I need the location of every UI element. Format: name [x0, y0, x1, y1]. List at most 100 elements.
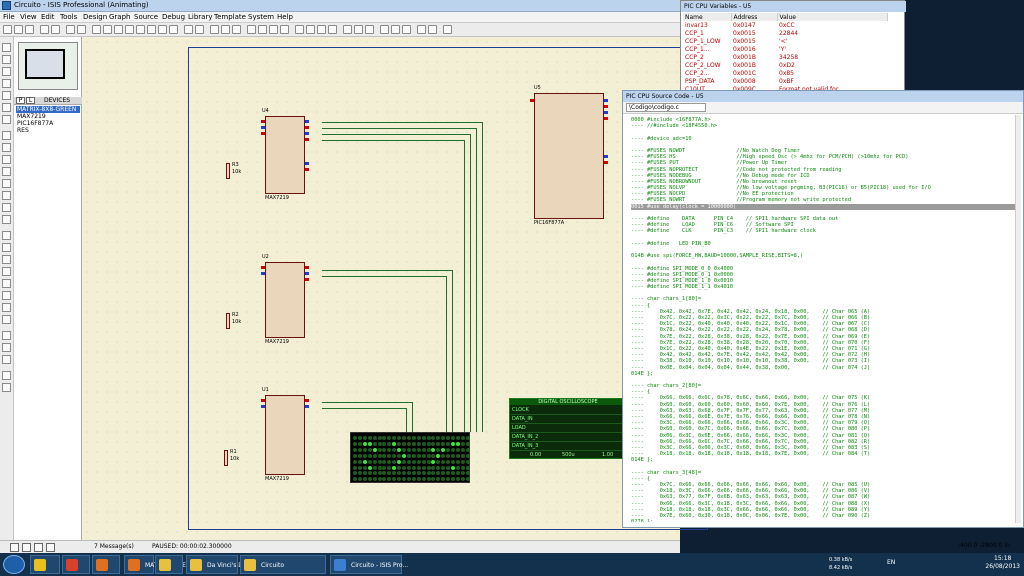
- text-2d-icon[interactable]: [2, 291, 11, 300]
- bill-of-materials-icon[interactable]: [417, 25, 426, 34]
- refresh-icon[interactable]: [92, 25, 101, 34]
- selection-mode-icon[interactable]: [2, 43, 11, 52]
- source-code-listing[interactable]: 0000 #include <16F877A.h>---- //#include…: [631, 117, 1016, 522]
- save-icon[interactable]: [25, 25, 34, 34]
- resistor[interactable]: [226, 163, 230, 179]
- generator-icon[interactable]: [2, 179, 11, 188]
- menu-file[interactable]: File: [3, 13, 15, 21]
- device-list-item[interactable]: MAX7219: [17, 113, 46, 120]
- line-2d-icon[interactable]: [2, 231, 11, 240]
- new-file-icon[interactable]: [3, 25, 12, 34]
- voltage-probe-icon[interactable]: [2, 191, 11, 200]
- export-icon[interactable]: [51, 25, 60, 34]
- open-folder-icon[interactable]: [14, 25, 23, 34]
- menu-source[interactable]: Source: [134, 13, 159, 21]
- menu-view[interactable]: View: [20, 13, 37, 21]
- start-button[interactable]: [3, 555, 25, 574]
- device-list-item[interactable]: RES: [17, 127, 29, 134]
- text-script-icon[interactable]: [2, 91, 11, 100]
- paste-icon[interactable]: [232, 25, 241, 34]
- grid-icon[interactable]: [103, 25, 112, 34]
- taskbar-button[interactable]: [30, 555, 60, 574]
- message-count[interactable]: 7 Message(s): [94, 543, 134, 550]
- led-matrix-display[interactable]: [350, 432, 470, 483]
- menu-system[interactable]: System: [248, 13, 275, 21]
- cut-icon[interactable]: [210, 25, 219, 34]
- arc-2d-icon[interactable]: [2, 267, 11, 276]
- overview-window[interactable]: [18, 42, 78, 90]
- marker-icon[interactable]: [2, 315, 11, 324]
- menu-library[interactable]: Library: [188, 13, 213, 21]
- zoom-in-icon[interactable]: [136, 25, 145, 34]
- menu-edit[interactable]: Edit: [41, 13, 55, 21]
- wire-label-icon[interactable]: [2, 79, 11, 88]
- column-header[interactable]: Address: [731, 13, 778, 21]
- stop-button[interactable]: [46, 543, 55, 552]
- block-delete-icon[interactable]: [280, 25, 289, 34]
- rotate-anticlockwise-icon[interactable]: [2, 343, 11, 352]
- menu-debug[interactable]: Debug: [162, 13, 186, 21]
- taskbar-button[interactable]: Circuito - ISIS Pro...: [330, 555, 408, 574]
- import-icon[interactable]: [40, 25, 49, 34]
- pan-icon[interactable]: [125, 25, 134, 34]
- netlist-to-ares-icon[interactable]: [443, 25, 452, 34]
- circle-2d-icon[interactable]: [2, 255, 11, 264]
- input-language[interactable]: EN: [887, 559, 896, 566]
- zoom-area-icon[interactable]: [169, 25, 178, 34]
- remove-sheet-icon[interactable]: [391, 25, 400, 34]
- area-icon[interactable]: [77, 25, 86, 34]
- max7219-chip[interactable]: [265, 262, 305, 338]
- subcircuit-icon[interactable]: [2, 115, 11, 124]
- taskbar-button[interactable]: [62, 555, 90, 574]
- search-tag-icon[interactable]: [354, 25, 363, 34]
- copy-icon[interactable]: [221, 25, 230, 34]
- vertical-scrollbar[interactable]: [1015, 115, 1021, 523]
- menu-help[interactable]: Help: [277, 13, 293, 21]
- rotation-angle-field[interactable]: [2, 355, 11, 364]
- max7219-chip[interactable]: [265, 395, 305, 475]
- path-2d-icon[interactable]: [2, 279, 11, 288]
- electrical-rule-check-icon[interactable]: [428, 25, 437, 34]
- box-2d-icon[interactable]: [2, 243, 11, 252]
- block-copy-icon[interactable]: [247, 25, 256, 34]
- device-list-item[interactable]: PIC16F877A: [17, 120, 54, 127]
- exit-to-parent-icon[interactable]: [402, 25, 411, 34]
- terminals-icon[interactable]: [2, 131, 11, 140]
- undo-icon[interactable]: [184, 25, 193, 34]
- menu-template[interactable]: Template: [214, 13, 246, 21]
- system-clock[interactable]: 15:18 26/08/2013: [985, 555, 1020, 571]
- column-header[interactable]: Name: [683, 13, 732, 21]
- block-rotate-icon[interactable]: [269, 25, 278, 34]
- column-header[interactable]: Value: [777, 13, 888, 21]
- taskbar-button[interactable]: MATRIZ de LED c...: [124, 555, 202, 574]
- property-assign-icon[interactable]: [365, 25, 374, 34]
- zoom-all-icon[interactable]: [158, 25, 167, 34]
- max7219-chip[interactable]: [265, 116, 305, 194]
- taskbar-button[interactable]: Da Vinci's Demons: [186, 555, 263, 574]
- menu-graph[interactable]: Graph: [109, 13, 131, 21]
- variable-row[interactable]: CCP_1...0x0016'Y': [683, 45, 887, 53]
- library-manager-button[interactable]: L: [26, 97, 35, 104]
- current-probe-icon[interactable]: [2, 203, 11, 212]
- resistor[interactable]: [224, 450, 228, 466]
- tape-recorder-icon[interactable]: [2, 167, 11, 176]
- pause-button[interactable]: [34, 543, 43, 552]
- make-device-icon[interactable]: [306, 25, 315, 34]
- mirror-y-icon[interactable]: [2, 383, 11, 392]
- taskbar-button[interactable]: [92, 555, 120, 574]
- packaging-icon[interactable]: [317, 25, 326, 34]
- rotate-clockwise-icon[interactable]: [2, 331, 11, 340]
- play-button[interactable]: [10, 543, 19, 552]
- redo-icon[interactable]: [195, 25, 204, 34]
- taskbar-button[interactable]: Circuito: [240, 555, 326, 574]
- zoom-out-icon[interactable]: [147, 25, 156, 34]
- cpu-variables-window[interactable]: PIC CPU Variables - U5 Name Address Valu…: [680, 0, 906, 93]
- decompose-icon[interactable]: [328, 25, 337, 34]
- device-pins-icon[interactable]: [2, 143, 11, 152]
